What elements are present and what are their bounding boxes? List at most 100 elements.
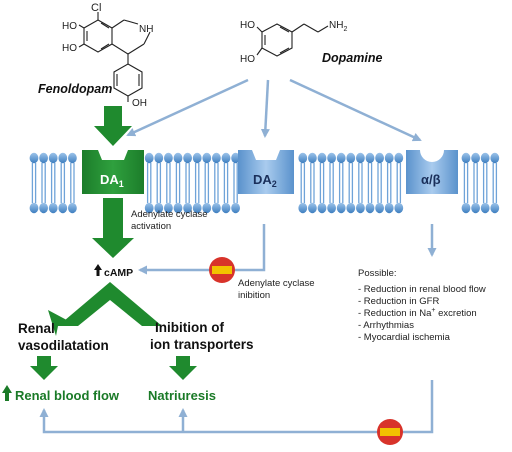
possible-item-5: - Myocardial ischemia — [358, 332, 451, 343]
dopamine-structure — [256, 23, 329, 57]
adenylate-inhibition-label-2: inibition — [238, 290, 270, 301]
lipid-head — [68, 152, 77, 164]
lipid-head — [154, 202, 164, 214]
da2-text: DA — [253, 172, 272, 187]
arrow-da1-to-camp — [92, 198, 134, 258]
membrane-heads-top — [29, 152, 500, 164]
lipid-head — [365, 202, 375, 214]
lipid-head — [183, 152, 193, 164]
lipid-head — [58, 152, 68, 164]
possible-item-4: - Arrhythmias — [358, 320, 414, 331]
lipid-head — [164, 202, 173, 214]
lipid-head — [394, 152, 404, 164]
lipid-head — [298, 202, 308, 214]
possible-heading: Possible: — [358, 268, 397, 279]
lipid-head — [202, 152, 212, 164]
lipid-head — [308, 202, 317, 214]
lipid-head — [471, 152, 480, 164]
arrow-dopamine-to-da1 — [126, 78, 249, 137]
arrow-to-renal-blood-flow — [30, 356, 58, 380]
dopamine-ho1-label: HO — [240, 20, 255, 31]
stop-icon — [209, 257, 235, 283]
lipid-head — [490, 202, 500, 214]
camp-split-arrows — [58, 282, 162, 326]
da2-sub: 2 — [272, 179, 277, 189]
lipid-head — [327, 202, 336, 214]
possible-item-1: - Reduction in renal blood flow — [358, 284, 486, 295]
lipid-head — [356, 152, 365, 164]
cell-membrane — [29, 152, 500, 214]
lipid-head — [375, 202, 384, 214]
lipid-head — [68, 202, 77, 214]
lipid-head — [317, 202, 327, 214]
camp-up-arrow-icon — [94, 264, 102, 276]
possible-item-3-main: - Reduction in Na — [358, 308, 432, 319]
adenylate-activation-label-2: activation — [131, 221, 171, 232]
lipid-head — [144, 152, 154, 164]
lipid-head — [29, 152, 39, 164]
possible-item-3: - Reduction in Na+ excretion — [358, 307, 477, 319]
dopamine-nh-sub: 2 — [343, 26, 347, 33]
lipid-head — [173, 152, 183, 164]
lipid-head — [480, 202, 490, 214]
lipid-head — [356, 202, 365, 214]
lipid-head — [394, 202, 404, 214]
possible-effects-list: Possible: - Reduction in renal blood flo… — [358, 268, 486, 343]
lipid-head — [308, 152, 317, 164]
possible-item-3-tail: excretion — [436, 308, 477, 319]
lipid-head — [39, 152, 48, 164]
lipid-head — [327, 152, 336, 164]
da1-text: DA — [100, 172, 119, 187]
lipid-head — [375, 152, 384, 164]
lipid-head — [231, 202, 241, 214]
renal-blood-flow-up-arrow-icon — [2, 385, 12, 401]
dopamine-label: Dopamine — [322, 51, 382, 65]
adenylate-activation-label-1: Adenylate cyclase — [131, 209, 208, 220]
natriuresis-label: Natriuresis — [148, 388, 216, 403]
lipid-head — [164, 152, 173, 164]
lipid-head — [298, 152, 308, 164]
arrow-to-natriuresis — [169, 356, 197, 380]
lipid-head — [173, 202, 183, 214]
membrane-heads-bottom — [29, 202, 500, 214]
dopamine-ho2-label: HO — [240, 54, 255, 65]
lipid-head — [490, 152, 500, 164]
renal-vasodilatation-label-2: vasodilatation — [18, 338, 109, 353]
renal-blood-flow-label: Renal blood flow — [15, 388, 120, 403]
lipid-head — [212, 202, 221, 214]
possible-item-2: - Reduction in GFR — [358, 296, 439, 307]
membrane-tails — [31, 163, 498, 203]
lipid-head — [202, 202, 212, 214]
lipid-head — [192, 202, 202, 214]
inhibition-transporters-label-1: Inibition of — [155, 320, 224, 335]
lipid-head — [154, 152, 164, 164]
arrow-fenoldopam-to-da1 — [94, 106, 132, 146]
da1-receptor-label: DA1 — [100, 172, 124, 189]
dopamine-nh2-label: NH2 — [329, 20, 347, 33]
lipid-head — [221, 202, 231, 214]
renal-vasodilatation-label-1: Renal — [18, 321, 55, 336]
lipid-head — [471, 202, 480, 214]
da1-sub: 1 — [119, 179, 124, 189]
lipid-head — [144, 202, 154, 214]
fenoldopam-ho1-label: HO — [62, 21, 77, 32]
arrow-dopamine-to-da2 — [260, 79, 270, 138]
lipid-head — [336, 202, 346, 214]
lipid-head — [231, 152, 241, 164]
lipid-head — [58, 202, 68, 214]
feedback-line — [39, 380, 434, 434]
arrow-dopamine-to-alpha-beta — [289, 78, 422, 142]
fenoldopam-oh-label: OH — [132, 98, 147, 109]
possible-item-3-sup: + — [431, 307, 435, 314]
fenoldopam-label: Fenoldopam — [38, 82, 112, 96]
lipid-head — [212, 152, 221, 164]
da2-receptor-label: DA2 — [253, 172, 277, 189]
lipid-head — [48, 152, 58, 164]
lipid-head — [221, 152, 231, 164]
dopamine-arrows — [126, 78, 422, 142]
fenoldopam-cl-label: Cl — [91, 2, 101, 14]
alpha-beta-receptor-label: α/β — [421, 172, 441, 187]
lipid-head — [39, 202, 48, 214]
lipid-head — [336, 152, 346, 164]
